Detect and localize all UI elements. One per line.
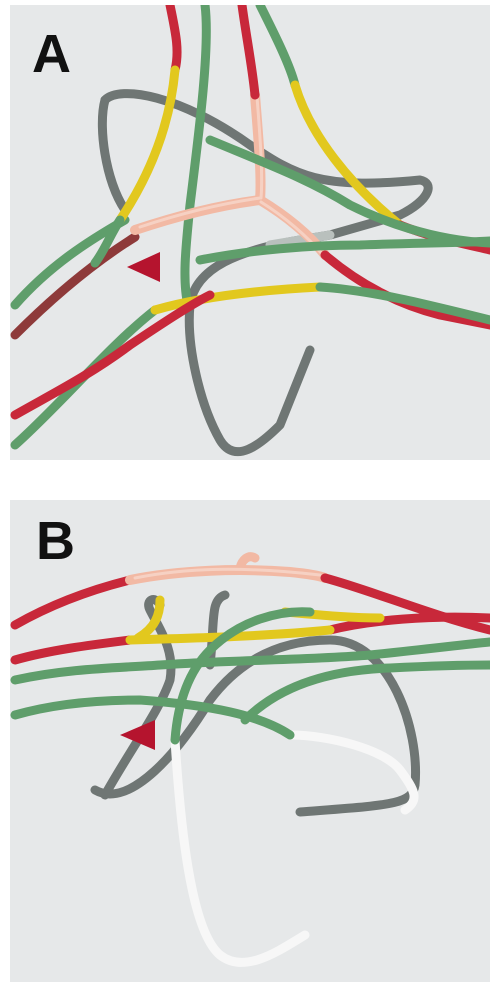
panel-b-label: B	[36, 514, 74, 568]
red-strand-upper-left	[170, 5, 177, 70]
panel-b: B	[10, 500, 490, 982]
green-strand-b-right	[245, 665, 490, 720]
green-strand-lower-right	[320, 287, 490, 320]
gray-strand-left-loop	[102, 100, 125, 210]
green-strand-top-right	[260, 5, 295, 85]
panel-a-label: A	[32, 27, 70, 81]
gray-strand-b-hook	[210, 595, 225, 665]
panel-a-strands	[10, 5, 490, 460]
white-strand	[175, 740, 305, 962]
arrowhead-marker	[127, 252, 160, 282]
red-strand-b-lower-left	[15, 640, 130, 660]
red-strand-b-left	[15, 580, 130, 625]
pink-junction-arm-left	[135, 200, 260, 230]
yellow-strand-lower	[155, 287, 320, 310]
panel-b-strands	[10, 500, 490, 982]
red-strand-top-middle	[242, 5, 255, 95]
panel-a: A	[10, 5, 490, 460]
green-strand-upper-mid	[200, 241, 490, 260]
